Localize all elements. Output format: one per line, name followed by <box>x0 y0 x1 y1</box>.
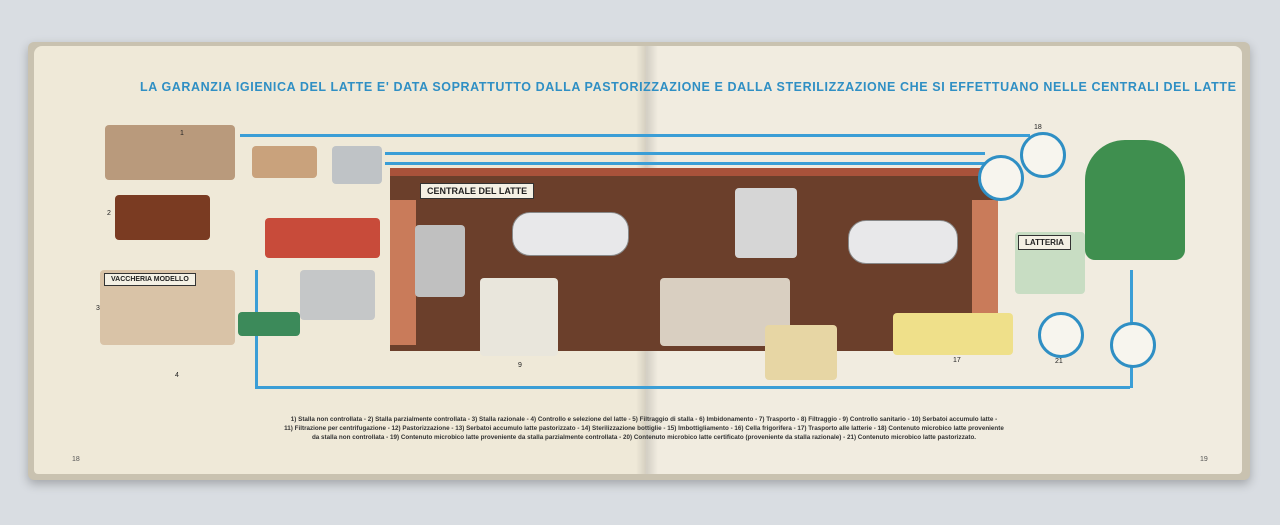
label-number: 21 <box>1055 358 1063 365</box>
flow-arrow <box>240 134 1030 137</box>
legend-caption: 1) Stalla non controllata - 2) Stalla pa… <box>214 415 1074 442</box>
fridge-truck <box>765 325 837 380</box>
cow-illustration <box>115 195 210 240</box>
label-number: 4 <box>175 372 179 379</box>
milk-cans <box>300 270 375 320</box>
vaccheria-sign: VACCHERIA MODELLO <box>104 273 196 286</box>
microbe-circle-19 <box>978 155 1024 201</box>
microbe-circle-21 <box>1038 312 1084 358</box>
label-number: 2 <box>107 210 111 217</box>
mother-child-illustration <box>1085 140 1185 260</box>
stable-illustration <box>105 125 235 180</box>
milk-cans <box>332 146 382 184</box>
label-number: 18 <box>1034 124 1042 131</box>
label-number: 9 <box>518 362 522 369</box>
microbe-circle-20 <box>1110 322 1156 368</box>
caption-line: 1) Stalla non controllata - 2) Stalla pa… <box>290 416 998 423</box>
caption-line: da stalla non controllata - 19) Contenut… <box>311 434 977 441</box>
delivery-truck <box>893 313 1013 355</box>
page-number-left: 18 <box>72 456 80 463</box>
latteria-sign: LATTERIA <box>1018 235 1071 250</box>
flow-arrow <box>255 386 1130 389</box>
truck-illustration <box>265 218 380 258</box>
flow-arrow <box>385 152 985 155</box>
label-number: 3 <box>96 305 100 312</box>
page-number-right: 19 <box>1200 456 1208 463</box>
filter-illustration <box>252 146 317 178</box>
centrale-sign: CENTRALE DEL LATTE <box>420 183 535 199</box>
storage-tank <box>512 212 629 256</box>
centrifuge-illustration <box>415 225 465 297</box>
page-title: LA GARANZIA IGIENICA DEL LATTE E' DATA S… <box>140 80 1237 94</box>
storage-tank <box>848 220 958 264</box>
truck-illustration <box>238 312 300 336</box>
label-number: 17 <box>953 357 961 364</box>
flow-arrow <box>385 162 985 165</box>
lab-inset <box>480 278 558 356</box>
caption-line: 11) Filtrazione per centrifugazione - 12… <box>284 425 1004 432</box>
microbe-circle-18 <box>1020 132 1066 178</box>
plant-wall <box>390 200 416 345</box>
label-number: 1 <box>180 130 184 137</box>
pasteurizer-illustration <box>735 188 797 258</box>
